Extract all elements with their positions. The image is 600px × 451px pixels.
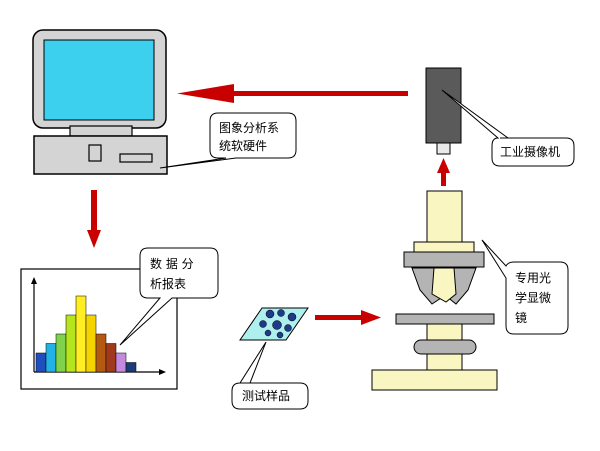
drive-bay [119, 153, 153, 163]
arrow-microscope-to-camera [437, 158, 450, 186]
microscope-label-line-2: 学显微 [515, 290, 551, 305]
sample-particle [272, 320, 282, 330]
arrow-shaft [441, 172, 446, 186]
histogram-bar [95, 333, 107, 373]
monitor-screen [43, 39, 155, 121]
camera-callout-bubble [441, 89, 575, 167]
software-callout: 图象分析系 统软硬件 [159, 112, 297, 169]
report-x-arrowhead [159, 369, 166, 375]
report-y-arrowhead [31, 277, 37, 284]
sample-particle [287, 312, 297, 322]
sample-particle [259, 320, 267, 328]
sample-particle [265, 309, 275, 319]
arrow-head [361, 310, 381, 325]
arrow-head [177, 84, 234, 103]
arrow-computer-to-report [87, 190, 101, 248]
camera-body [425, 67, 462, 144]
sample-particle [284, 324, 292, 332]
arrow-shaft [232, 91, 408, 96]
sample-label: 测试样品 [242, 388, 290, 403]
software-label-line-2: 统软硬件 [219, 139, 267, 153]
histogram-bar [115, 352, 127, 373]
monitor-stand [69, 125, 133, 137]
microscope-head-collar [413, 241, 475, 253]
microscope-base [371, 369, 498, 391]
software-label: 图象分析系 统软硬件 [219, 121, 283, 153]
histogram-bar [125, 362, 137, 373]
flow-arrows [87, 84, 450, 325]
camera-callout: 工业摄像机 [441, 89, 575, 167]
microscope [371, 190, 498, 391]
report-label-line-2: 析报表 [150, 276, 186, 291]
histogram-bar [105, 343, 117, 373]
camera-lens [436, 142, 451, 155]
arrow-head [87, 230, 101, 248]
histogram-bar [35, 352, 47, 373]
industrial-camera [425, 67, 462, 155]
report-callout-bubble [119, 247, 219, 346]
histogram-bar [45, 343, 57, 373]
microscope-callout-bubble [481, 239, 569, 335]
report-label-line-1: 数 据 分 [150, 256, 194, 271]
arrow-head [437, 158, 450, 173]
report-callout: 数 据 分 析报表 [119, 247, 219, 346]
arrow-shaft [315, 315, 363, 320]
arrow-sample-to-microscope [315, 310, 381, 325]
sample-particle [276, 331, 284, 339]
report-label: 数 据 分 析报表 [150, 256, 197, 291]
microscope-label-line-1: 专用光 [515, 270, 551, 285]
sample-particles [259, 309, 297, 339]
arrow-camera-to-computer [177, 84, 408, 103]
drive-slot [88, 144, 102, 162]
histogram-bar [55, 333, 67, 373]
histogram-bar [65, 314, 77, 373]
sample-particle [264, 329, 272, 337]
microscope-stage [395, 313, 495, 325]
report-histogram [35, 295, 137, 373]
focus-knob [413, 339, 477, 355]
sample-particle [277, 309, 285, 317]
histogram-bar [85, 314, 97, 373]
camera-label: 工业摄像机 [500, 144, 560, 159]
microscope-label: 专用光 学显微 镜 [515, 270, 555, 325]
microscope-callout: 专用光 学显微 镜 [481, 239, 569, 335]
computer [32, 29, 168, 175]
histogram-bar [75, 295, 87, 373]
microscope-label-line-3: 镜 [515, 310, 527, 325]
microscope-nosepiece [403, 251, 485, 268]
software-label-line-1: 图象分析系 [219, 121, 279, 135]
microscope-tube [426, 190, 463, 245]
sample-callout-bubble [231, 341, 309, 410]
objective-center [431, 267, 457, 303]
sample-callout: 测试样品 [231, 341, 309, 410]
test-sample [239, 307, 309, 341]
software-callout-bubble [159, 112, 297, 169]
arrow-shaft [91, 190, 97, 230]
